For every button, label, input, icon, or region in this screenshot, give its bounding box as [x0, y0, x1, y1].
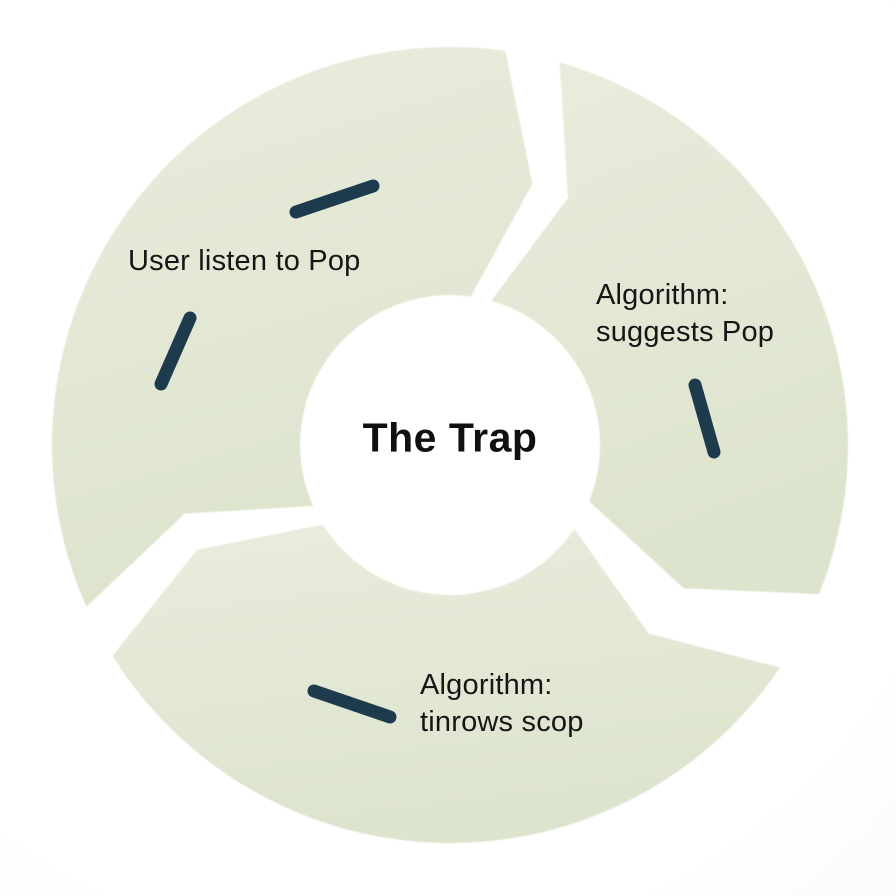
segment-label-algorithm-suggests: Algorithm: suggests Pop — [596, 279, 775, 349]
cycle-segment-upper-left — [51, 47, 533, 607]
segment-label-algorithm-bottom: Algorithm: tinrows scop — [420, 669, 584, 739]
tick-dash-icon-bottom — [307, 684, 397, 724]
cycle-segment-right — [491, 62, 848, 595]
tick-dash-icon-top — [289, 179, 380, 219]
tick-dash-icon-left — [154, 311, 197, 391]
tick-dash-icon-right — [688, 378, 721, 459]
center-title: The Trap — [362, 414, 538, 461]
segment-label-user-listens: User listen to Pop — [128, 245, 361, 277]
cycle-segment-bottom — [112, 524, 780, 844]
